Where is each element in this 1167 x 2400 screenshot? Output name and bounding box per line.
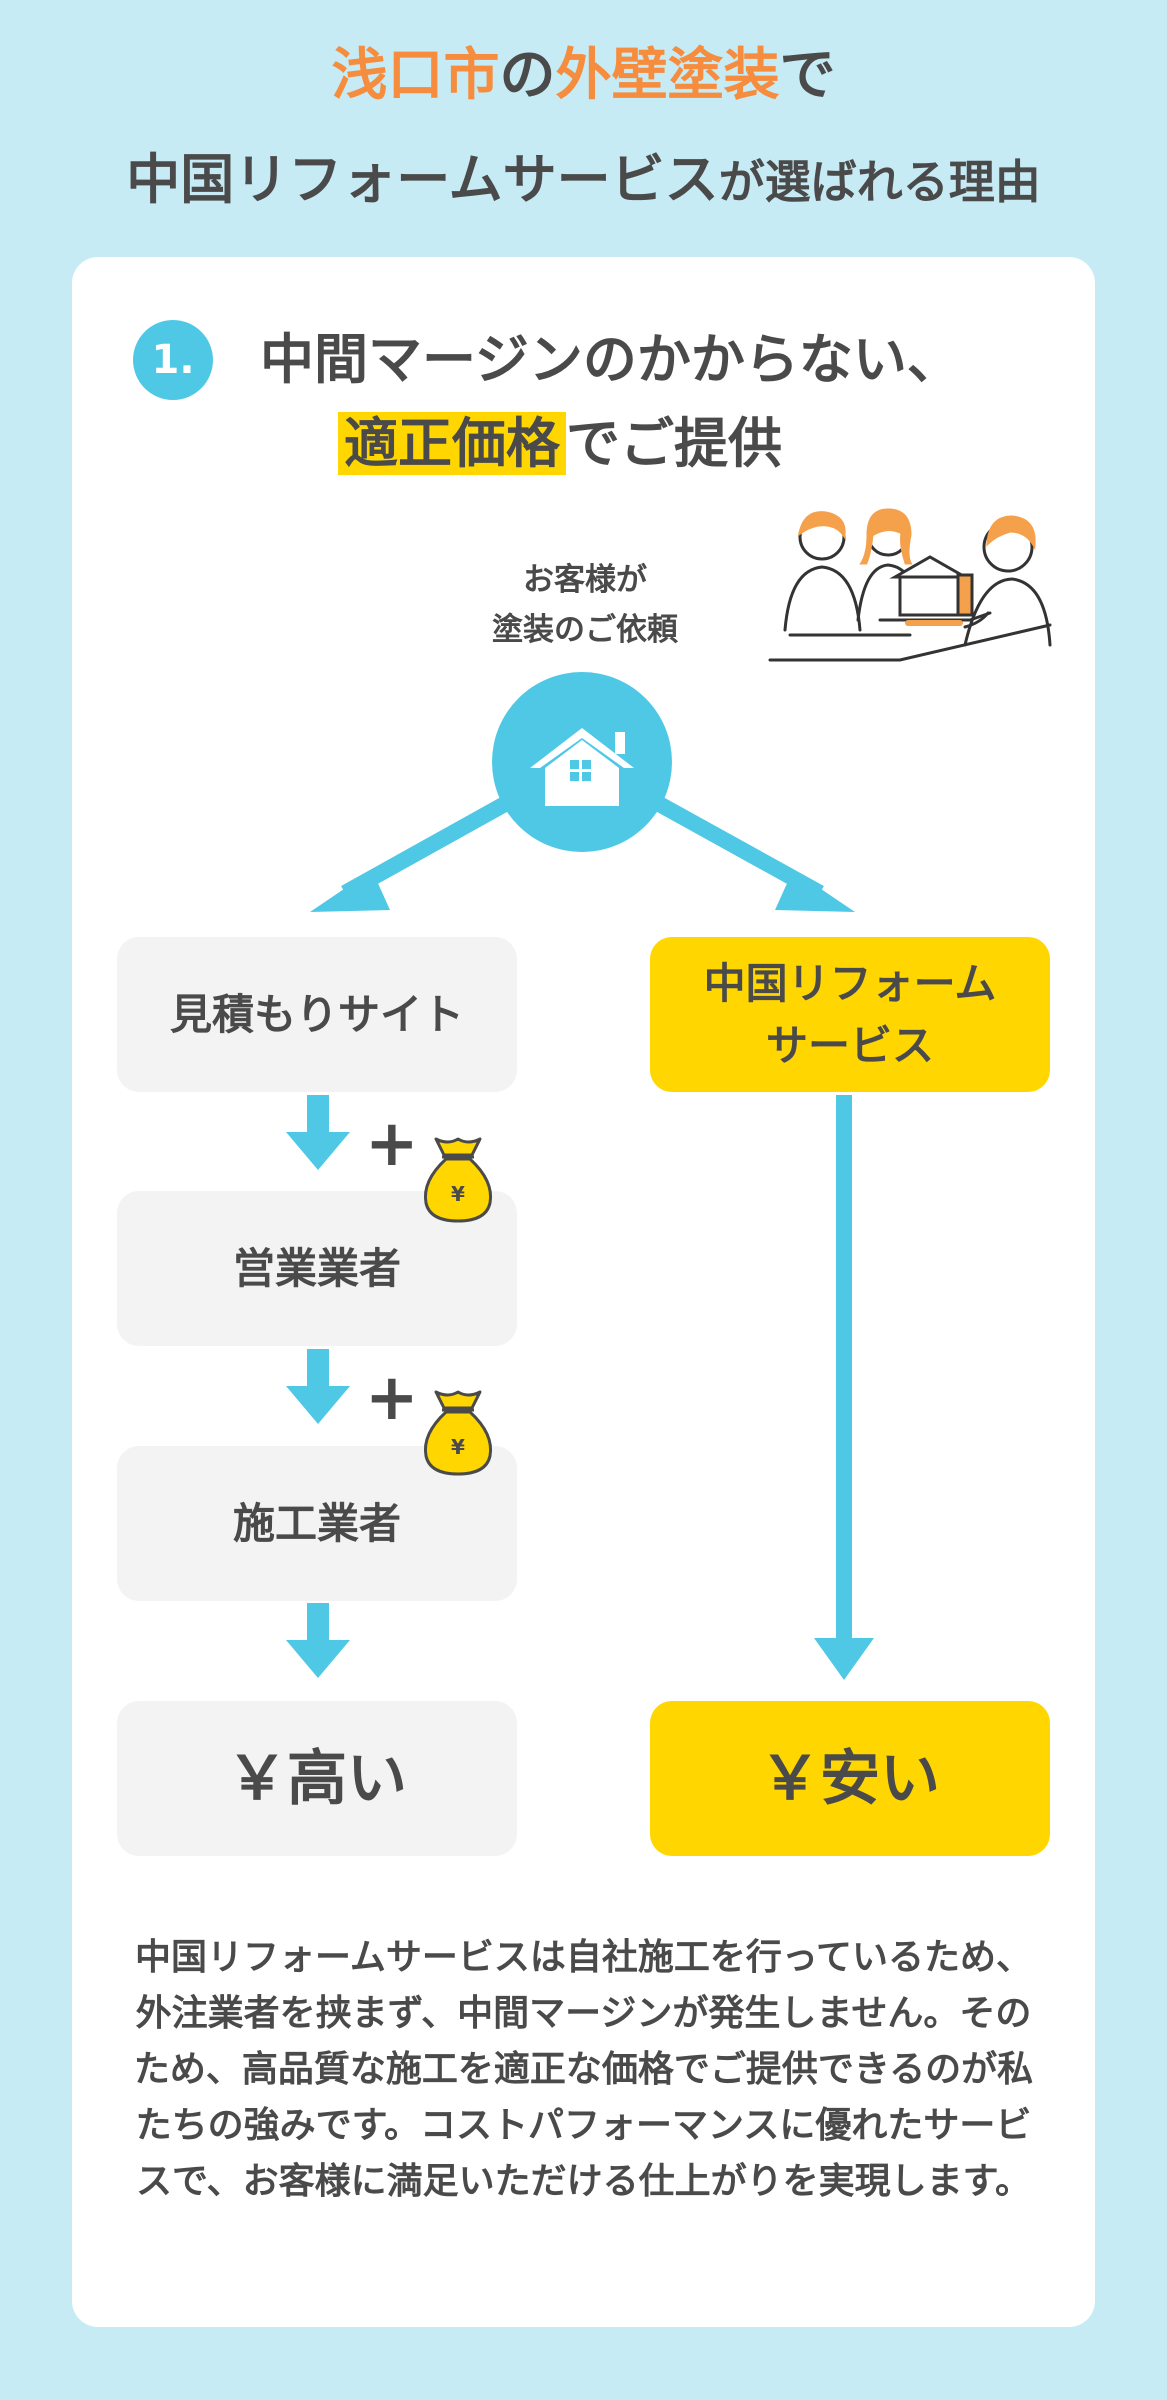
headline-reason: が選ばれる理由 (718, 155, 1041, 209)
high-price-label: ￥高い (227, 1743, 407, 1814)
arrow-head-step-2 (286, 1386, 350, 1424)
request-line-1: お客様が (523, 562, 647, 598)
consultation-illustration (768, 508, 1052, 662)
arrow-step-3 (307, 1603, 329, 1647)
highlight-fair-price: 適正価格 (338, 412, 566, 475)
headline-particle-2: で (779, 43, 836, 108)
chugoku-reform-label-2: サービス (765, 1020, 934, 1070)
low-price-box: ￥安い (650, 1701, 1050, 1856)
service-name: 外壁塗装 (555, 43, 780, 108)
chugoku-reform-box: 中国リフォーム サービス (650, 937, 1050, 1092)
point-title-line-1: 中間マージンのかからない、 (260, 328, 961, 391)
customer-request-text: お客様が 塗装のご依頼 (440, 555, 730, 655)
plus-sign-1: + (365, 1107, 419, 1181)
description-text: 中国リフォームサービスは自社施工を行っているため、外注業者を挟まず、中間マージン… (133, 1937, 1034, 2202)
headline-line-1: 浅口市の外壁塗装で (0, 40, 1167, 112)
sales-company-label: 営業業者 (232, 1243, 401, 1293)
plus-sign-2: + (365, 1361, 419, 1435)
headline-line-2: 中国リフォームサービスが選ばれる理由 (0, 142, 1167, 220)
arrow-head-right (775, 870, 855, 912)
house-icon (530, 728, 634, 806)
request-line-2: 塗装のご依頼 (492, 612, 678, 648)
city-name: 浅口市 (331, 43, 500, 108)
construction-company-label: 施工業者 (232, 1498, 401, 1548)
arrow-step-1 (307, 1095, 329, 1139)
estimate-site-label: 見積もりサイト (169, 989, 464, 1039)
estimate-site-box: 見積もりサイト (117, 937, 517, 1092)
point-title-line-2: 適正価格でご提供 (338, 404, 782, 484)
headline-particle: の (499, 43, 556, 108)
arrow-head-step-3 (286, 1640, 350, 1678)
arrow-direct-long (836, 1095, 852, 1645)
money-bag-icon: ¥ (423, 1137, 493, 1223)
point-number-badge: 1. (133, 320, 213, 400)
arrow-head-left (310, 870, 390, 912)
company-name: 中国リフォームサービス (126, 148, 719, 211)
yen-mark-2: ¥ (451, 1435, 465, 1459)
arrow-step-2 (307, 1349, 329, 1393)
point-title-rest: でご提供 (566, 412, 782, 475)
high-price-box: ￥高い (117, 1701, 517, 1856)
money-bag-icon: ¥ (423, 1390, 493, 1476)
chugoku-reform-label-1: 中国リフォーム (703, 958, 997, 1008)
low-price-label: ￥安い (760, 1743, 940, 1814)
arrow-head-direct (814, 1638, 874, 1680)
yen-mark-1: ¥ (451, 1182, 465, 1206)
arrow-head-step-1 (286, 1132, 350, 1170)
